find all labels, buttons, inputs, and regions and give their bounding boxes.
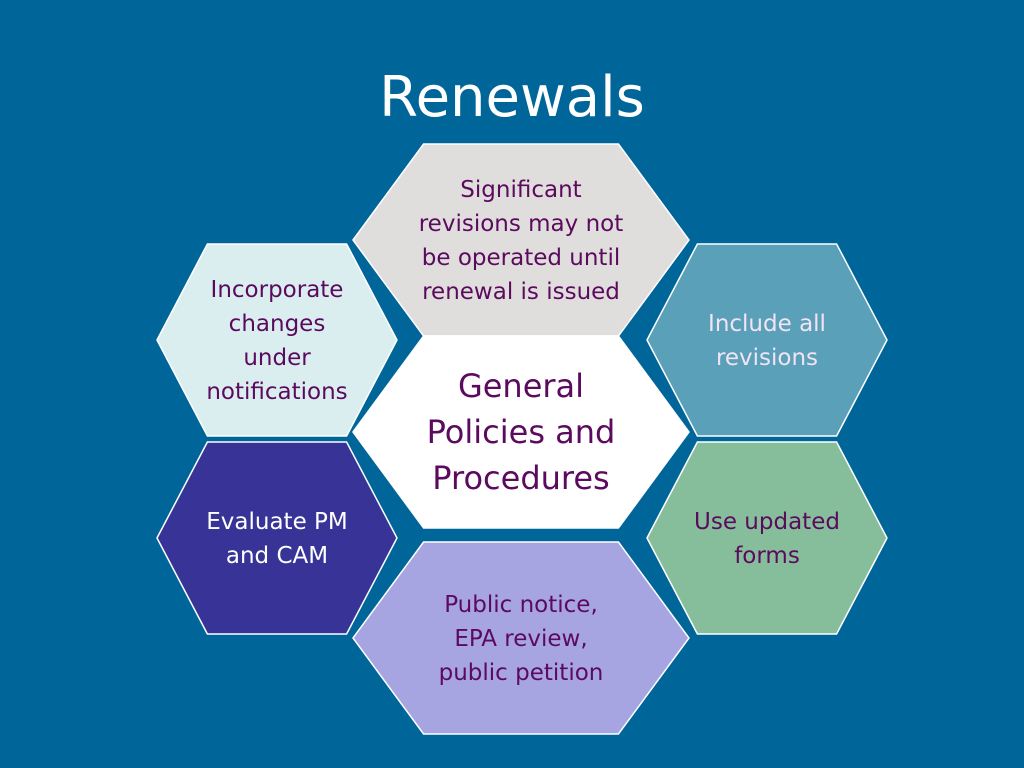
slide-title: Renewals <box>379 65 645 130</box>
hexagon-label-top-line-2: revisions may not <box>419 211 624 237</box>
hexagon-label-upper-right-line-1: Include all <box>708 311 826 337</box>
hexagon-label-center-line-3: Procedures <box>432 459 609 497</box>
hexagon-label-upper-right-line-2: revisions <box>716 345 818 371</box>
hexagon-label-upper-left-line-4: notifications <box>206 379 347 405</box>
hexagon-shape-bottom <box>352 541 690 735</box>
hexagon-label-lower-right-line-1: Use updated <box>694 509 840 535</box>
hexagon-label-lower-left-line-2: and CAM <box>226 543 328 569</box>
hexagon-upper-left: Incorporate changes under notifications <box>156 243 398 437</box>
hexagon-label-bottom-line-2: EPA review, <box>454 626 587 652</box>
hexagon-label-center-line-1: General <box>458 367 584 405</box>
hexagon-bottom: Public notice, EPA review, public petition <box>352 541 690 735</box>
hexagon-label-upper-left-line-2: changes <box>229 311 326 337</box>
hexagon-label-bottom-line-3: public petition <box>439 660 604 686</box>
hexagon-label-top-line-4: renewal is issued <box>422 279 620 305</box>
hexagon-label-top-line-1: Significant <box>460 177 581 203</box>
hexagon-shape-lower-left <box>156 441 398 635</box>
hexagon-top: Significant revisions may not be operated … <box>352 143 690 337</box>
hexagon-shape-center <box>352 335 690 529</box>
hexagon-label-center-line-2: Policies and <box>427 413 616 451</box>
hexagon-label-bottom-line-1: Public notice, <box>444 592 598 618</box>
hexagon-upper-right: Include all revisions <box>646 243 888 437</box>
hexagon-label-upper-left-line-1: Incorporate <box>211 277 344 303</box>
hexagon-lower-left: Evaluate PM and CAM <box>156 441 398 635</box>
hexagon-shape-upper-left <box>156 243 398 437</box>
hexagon-lower-right: Use updated forms <box>646 441 888 635</box>
hexagon-shape-upper-right <box>646 243 888 437</box>
hexagon-label-upper-left-line-3: under <box>243 345 311 371</box>
hexagon-label-lower-left-line-1: Evaluate PM <box>206 509 348 535</box>
hexagon-shape-lower-right <box>646 441 888 635</box>
hexagon-label-lower-right-line-2: forms <box>734 543 800 569</box>
hexagon-label-top-line-3: be operated until <box>422 245 620 271</box>
hexagon-shape-top <box>352 143 690 337</box>
